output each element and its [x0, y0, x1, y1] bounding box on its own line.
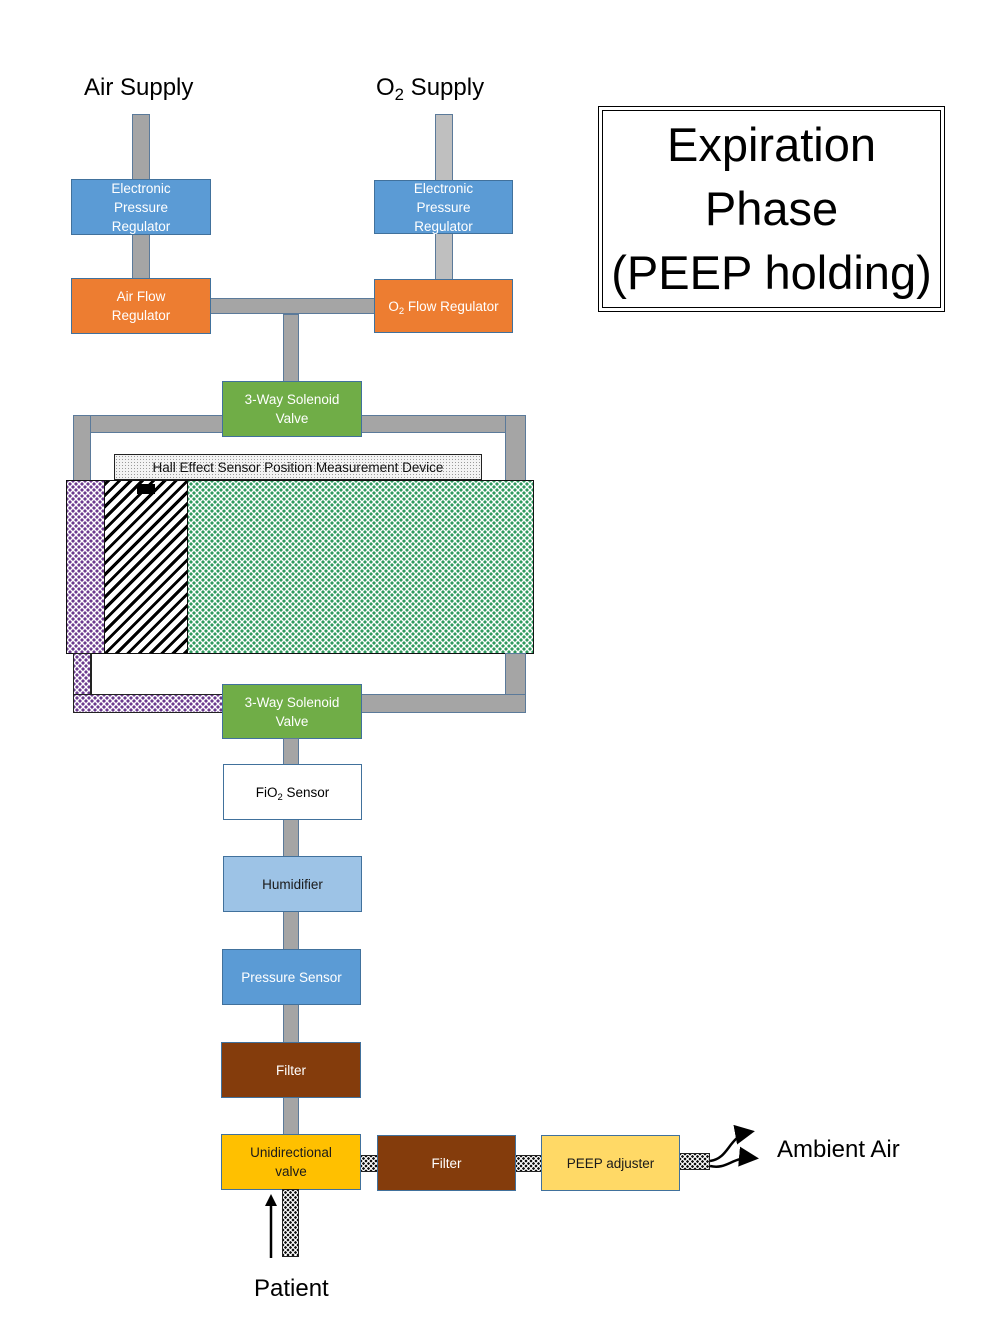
phase-title-line-1: Expiration — [667, 118, 876, 171]
top-solenoid-line-1: 3-Way Solenoid — [244, 392, 340, 407]
main-filter-label: Filter — [276, 1062, 306, 1078]
patient-flow-arrow-icon — [265, 1194, 277, 1258]
air-pressure-regulator-line-1: Electronic — [111, 180, 171, 196]
air-pressure-regulator-line-2: Pressure — [113, 199, 169, 215]
o2-pressure-regulator: Electronic Pressure Regulator — [374, 180, 513, 234]
hall-effect-sensor-label: Hall Effect Sensor Position Measurement … — [152, 459, 444, 475]
phase-title-line-2: Phase — [704, 182, 839, 235]
o2-pressure-regulator-line-2: Pressure — [416, 199, 471, 215]
air-flow-regulator-line-1: Air Flow — [116, 289, 166, 304]
exhaust-filter-label: Filter — [431, 1155, 462, 1171]
bottom-solenoid-line-2: Valve — [275, 713, 309, 729]
o2-flow-prefix: O — [388, 298, 399, 314]
top-loop-left-vertical-pipe — [73, 415, 91, 481]
cylinder-exhaled-gas-chamber — [66, 480, 105, 654]
o2-flow-suffix: Flow Regulator — [404, 298, 499, 314]
air-supply-label: Air Supply — [84, 74, 194, 101]
o2-pressure-regulator-line-3: Regulator — [414, 218, 473, 234]
phase-title-line-3: (PEEP holding) — [611, 246, 932, 299]
o2-flow-regulator: O2 Flow Regulator — [374, 279, 513, 333]
top-loop-left-horizontal-pipe — [73, 415, 223, 433]
unidirectional-valve-line-1: Unidirectional — [250, 1145, 332, 1160]
hall-effect-sensor: Hall Effect Sensor Position Measurement … — [114, 454, 482, 480]
air-regulator-pipe — [132, 234, 150, 280]
peep-adjuster: PEEP adjuster — [541, 1135, 680, 1191]
ambient-arrow-upper-icon — [709, 1124, 755, 1163]
ambient-air-label: Ambient Air — [777, 1136, 900, 1163]
bottom-solenoid-line-1: 3-Way Solenoid — [244, 694, 340, 710]
cylinder-piston — [104, 480, 188, 654]
fio2-suffix: Sensor — [282, 784, 330, 800]
fio2-sensor: FiO2 Sensor — [223, 764, 362, 820]
top-loop-right-horizontal-pipe — [360, 415, 526, 433]
o2-suffix: Supply — [404, 74, 485, 101]
air-flow-regulator: Air Flow Regulator — [71, 278, 211, 334]
cylinder-fresh-gas-chamber — [187, 480, 534, 654]
humidifier-label: Humidifier — [262, 876, 323, 892]
ambient-air-arrows — [709, 1124, 759, 1168]
air-pressure-regulator-line-3: Regulator — [111, 218, 171, 234]
ambient-arrow-lower-icon — [709, 1146, 759, 1168]
air-supply-pipe — [132, 114, 150, 180]
patient-tube — [282, 1189, 299, 1257]
peep-adjuster-label: PEEP adjuster — [566, 1155, 655, 1171]
phase-title-box: Expiration Phase (PEEP holding) — [598, 106, 945, 312]
o2-supply-pipe — [435, 114, 453, 181]
top-solenoid-valve: 3-Way Solenoid Valve — [222, 381, 362, 437]
air-pressure-regulator: Electronic Pressure Regulator — [71, 179, 211, 235]
bottom-loop-left-horizontal-pipe — [73, 694, 223, 713]
manifold-pipe — [209, 298, 376, 314]
phase-title-inner: Expiration Phase (PEEP holding) — [602, 110, 941, 308]
top-loop-right-vertical-pipe — [505, 415, 526, 481]
o2-supply-label: O2 Supply — [376, 74, 485, 105]
unidirectional-valve-line-2: valve — [275, 1164, 307, 1179]
trunk-pipe-4 — [283, 1004, 299, 1043]
bottom-loop-right-horizontal-pipe — [360, 694, 526, 713]
o2-regulator-pipe — [435, 233, 453, 281]
pressure-sensor: Pressure Sensor — [222, 949, 361, 1005]
fio2-prefix: FiO — [255, 784, 278, 800]
o2-prefix: O — [376, 74, 395, 101]
bottom-loop-inner-edge — [91, 653, 92, 695]
o2-subscript: 2 — [394, 85, 405, 105]
exhaust-filter: Filter — [377, 1135, 516, 1191]
o2-pressure-regulator-line-1: Electronic — [413, 180, 474, 196]
top-solenoid-line-2: Valve — [275, 411, 309, 426]
trunk-pipe-1 — [283, 738, 299, 766]
mixer-down-pipe — [283, 314, 299, 382]
trunk-pipe-2 — [283, 819, 299, 857]
unidirectional-valve: Unidirectional valve — [221, 1134, 361, 1190]
humidifier: Humidifier — [223, 856, 362, 912]
patient-label: Patient — [254, 1275, 329, 1302]
main-filter: Filter — [221, 1042, 361, 1098]
piston-magnet — [137, 484, 155, 494]
fio2-subscript: 2 — [277, 791, 283, 803]
o2-flow-subscript: 2 — [398, 305, 405, 317]
pressure-sensor-label: Pressure Sensor — [241, 969, 342, 985]
trunk-pipe-5 — [283, 1096, 299, 1135]
trunk-pipe-3 — [283, 911, 299, 950]
exhaust-tube-2 — [515, 1155, 542, 1172]
air-flow-regulator-line-2: Regulator — [111, 308, 171, 323]
exhaust-tube-1 — [360, 1155, 378, 1172]
bottom-solenoid-valve: 3-Way Solenoid Valve — [222, 684, 362, 739]
